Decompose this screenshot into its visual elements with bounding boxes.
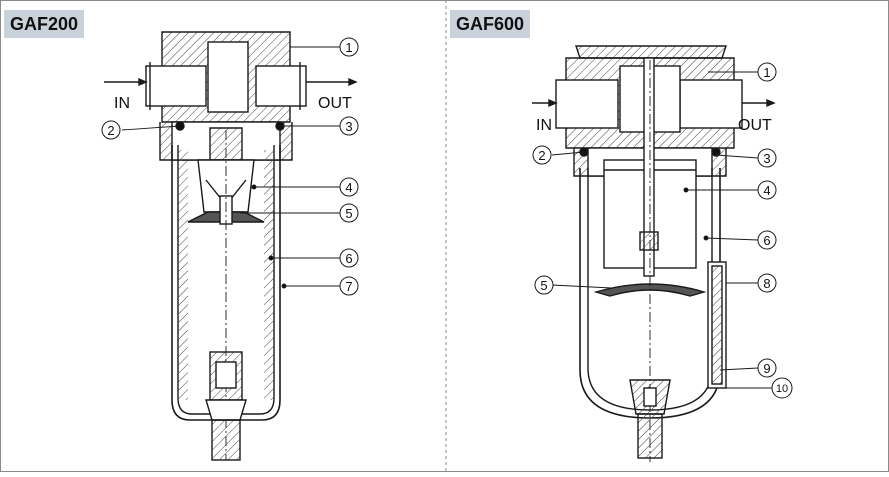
gaf200-callout-7: 7 [345,279,352,294]
gaf200-callout-1: 1 [345,40,352,55]
gaf600-callout-5: 5 [540,278,547,293]
gaf600-title: GAF600 [450,10,531,38]
gaf200-port-in-label: IN [114,95,130,112]
gaf600-callout-9: 9 [763,361,770,376]
gaf200-drawing [104,31,358,461]
gaf200-title: GAF200 [4,10,85,38]
gaf600-callout-10: 10 [776,383,788,395]
gaf600-callout-2: 2 [538,148,545,163]
gaf600-callout-4: 4 [763,183,770,198]
gaf600-callout-1: 1 [763,65,770,80]
gaf600-port-in-label: IN [536,117,552,134]
gaf600-callouts [551,71,772,389]
gaf200-callout-circles [101,37,359,296]
gaf600-drawing [532,45,776,462]
gaf200-callout-2: 2 [107,123,114,138]
gaf600-callout-3: 3 [763,151,770,166]
gaf200-callout-6: 6 [345,251,352,266]
gaf200-port-out-label: OUT [318,95,352,112]
gaf600-port-out-label: OUT [738,117,772,134]
gaf600-callout-6: 6 [763,233,770,248]
gaf200-callout-3: 3 [345,119,352,134]
gaf600-callout-8: 8 [763,276,770,291]
gaf600-callout-circles [532,62,793,399]
gaf200-callouts [121,46,340,289]
gaf200-callout-5: 5 [345,206,352,221]
gaf200-callout-4: 4 [345,180,352,195]
